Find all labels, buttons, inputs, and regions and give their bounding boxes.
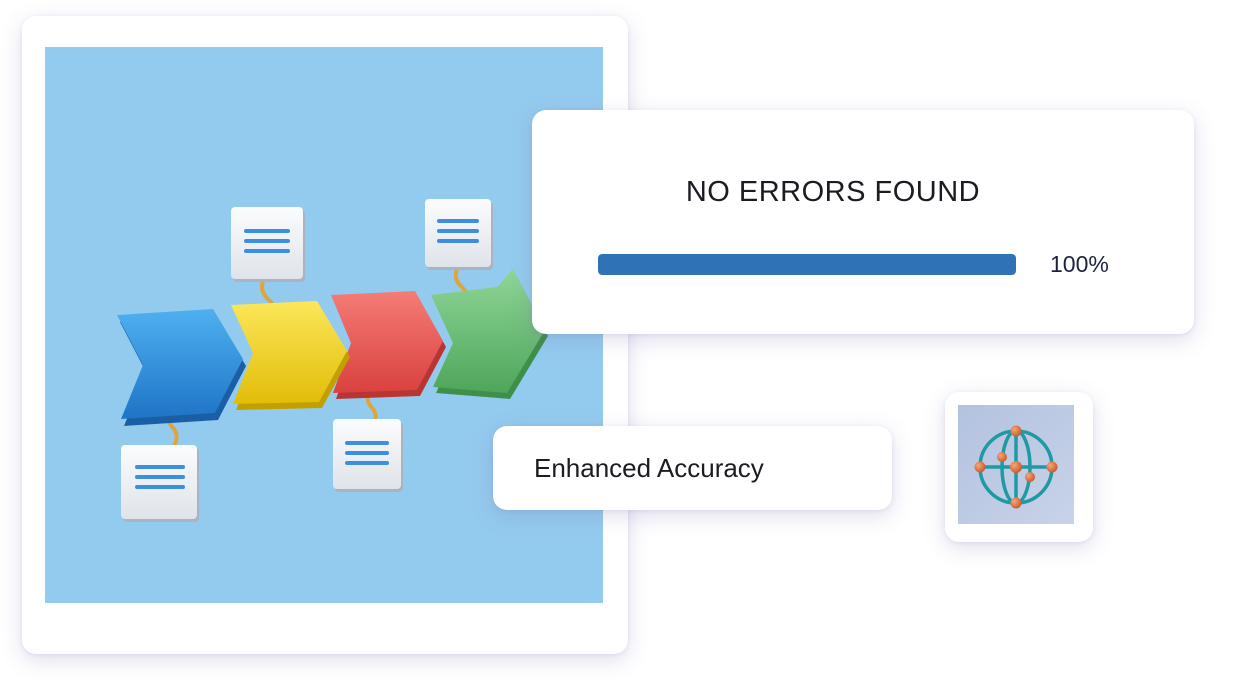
- status-card: NO ERRORS FOUND 100%: [532, 110, 1194, 334]
- progress-fill: [598, 254, 1016, 275]
- document-lines-icon: [121, 445, 199, 522]
- arrow-step-red: [331, 291, 446, 399]
- arrow-step-green: [431, 269, 548, 399]
- document-lines-icon: [231, 207, 305, 282]
- progress-percent: 100%: [1050, 251, 1109, 277]
- illustration-card: [22, 16, 628, 654]
- feature-label: Enhanced Accuracy: [534, 453, 764, 483]
- feature-card: Enhanced Accuracy: [493, 426, 892, 510]
- icon-card: [945, 392, 1093, 542]
- arrow-step-yellow: [231, 301, 350, 410]
- status-title: NO ERRORS FOUND: [685, 176, 981, 208]
- progress-bar: [598, 254, 1016, 275]
- document-lines-icon: [333, 419, 403, 492]
- document-lines-icon: [425, 199, 493, 270]
- process-illustration: [45, 47, 603, 603]
- arrow-step-blue: [117, 309, 246, 426]
- globe-network-icon: [958, 405, 1074, 524]
